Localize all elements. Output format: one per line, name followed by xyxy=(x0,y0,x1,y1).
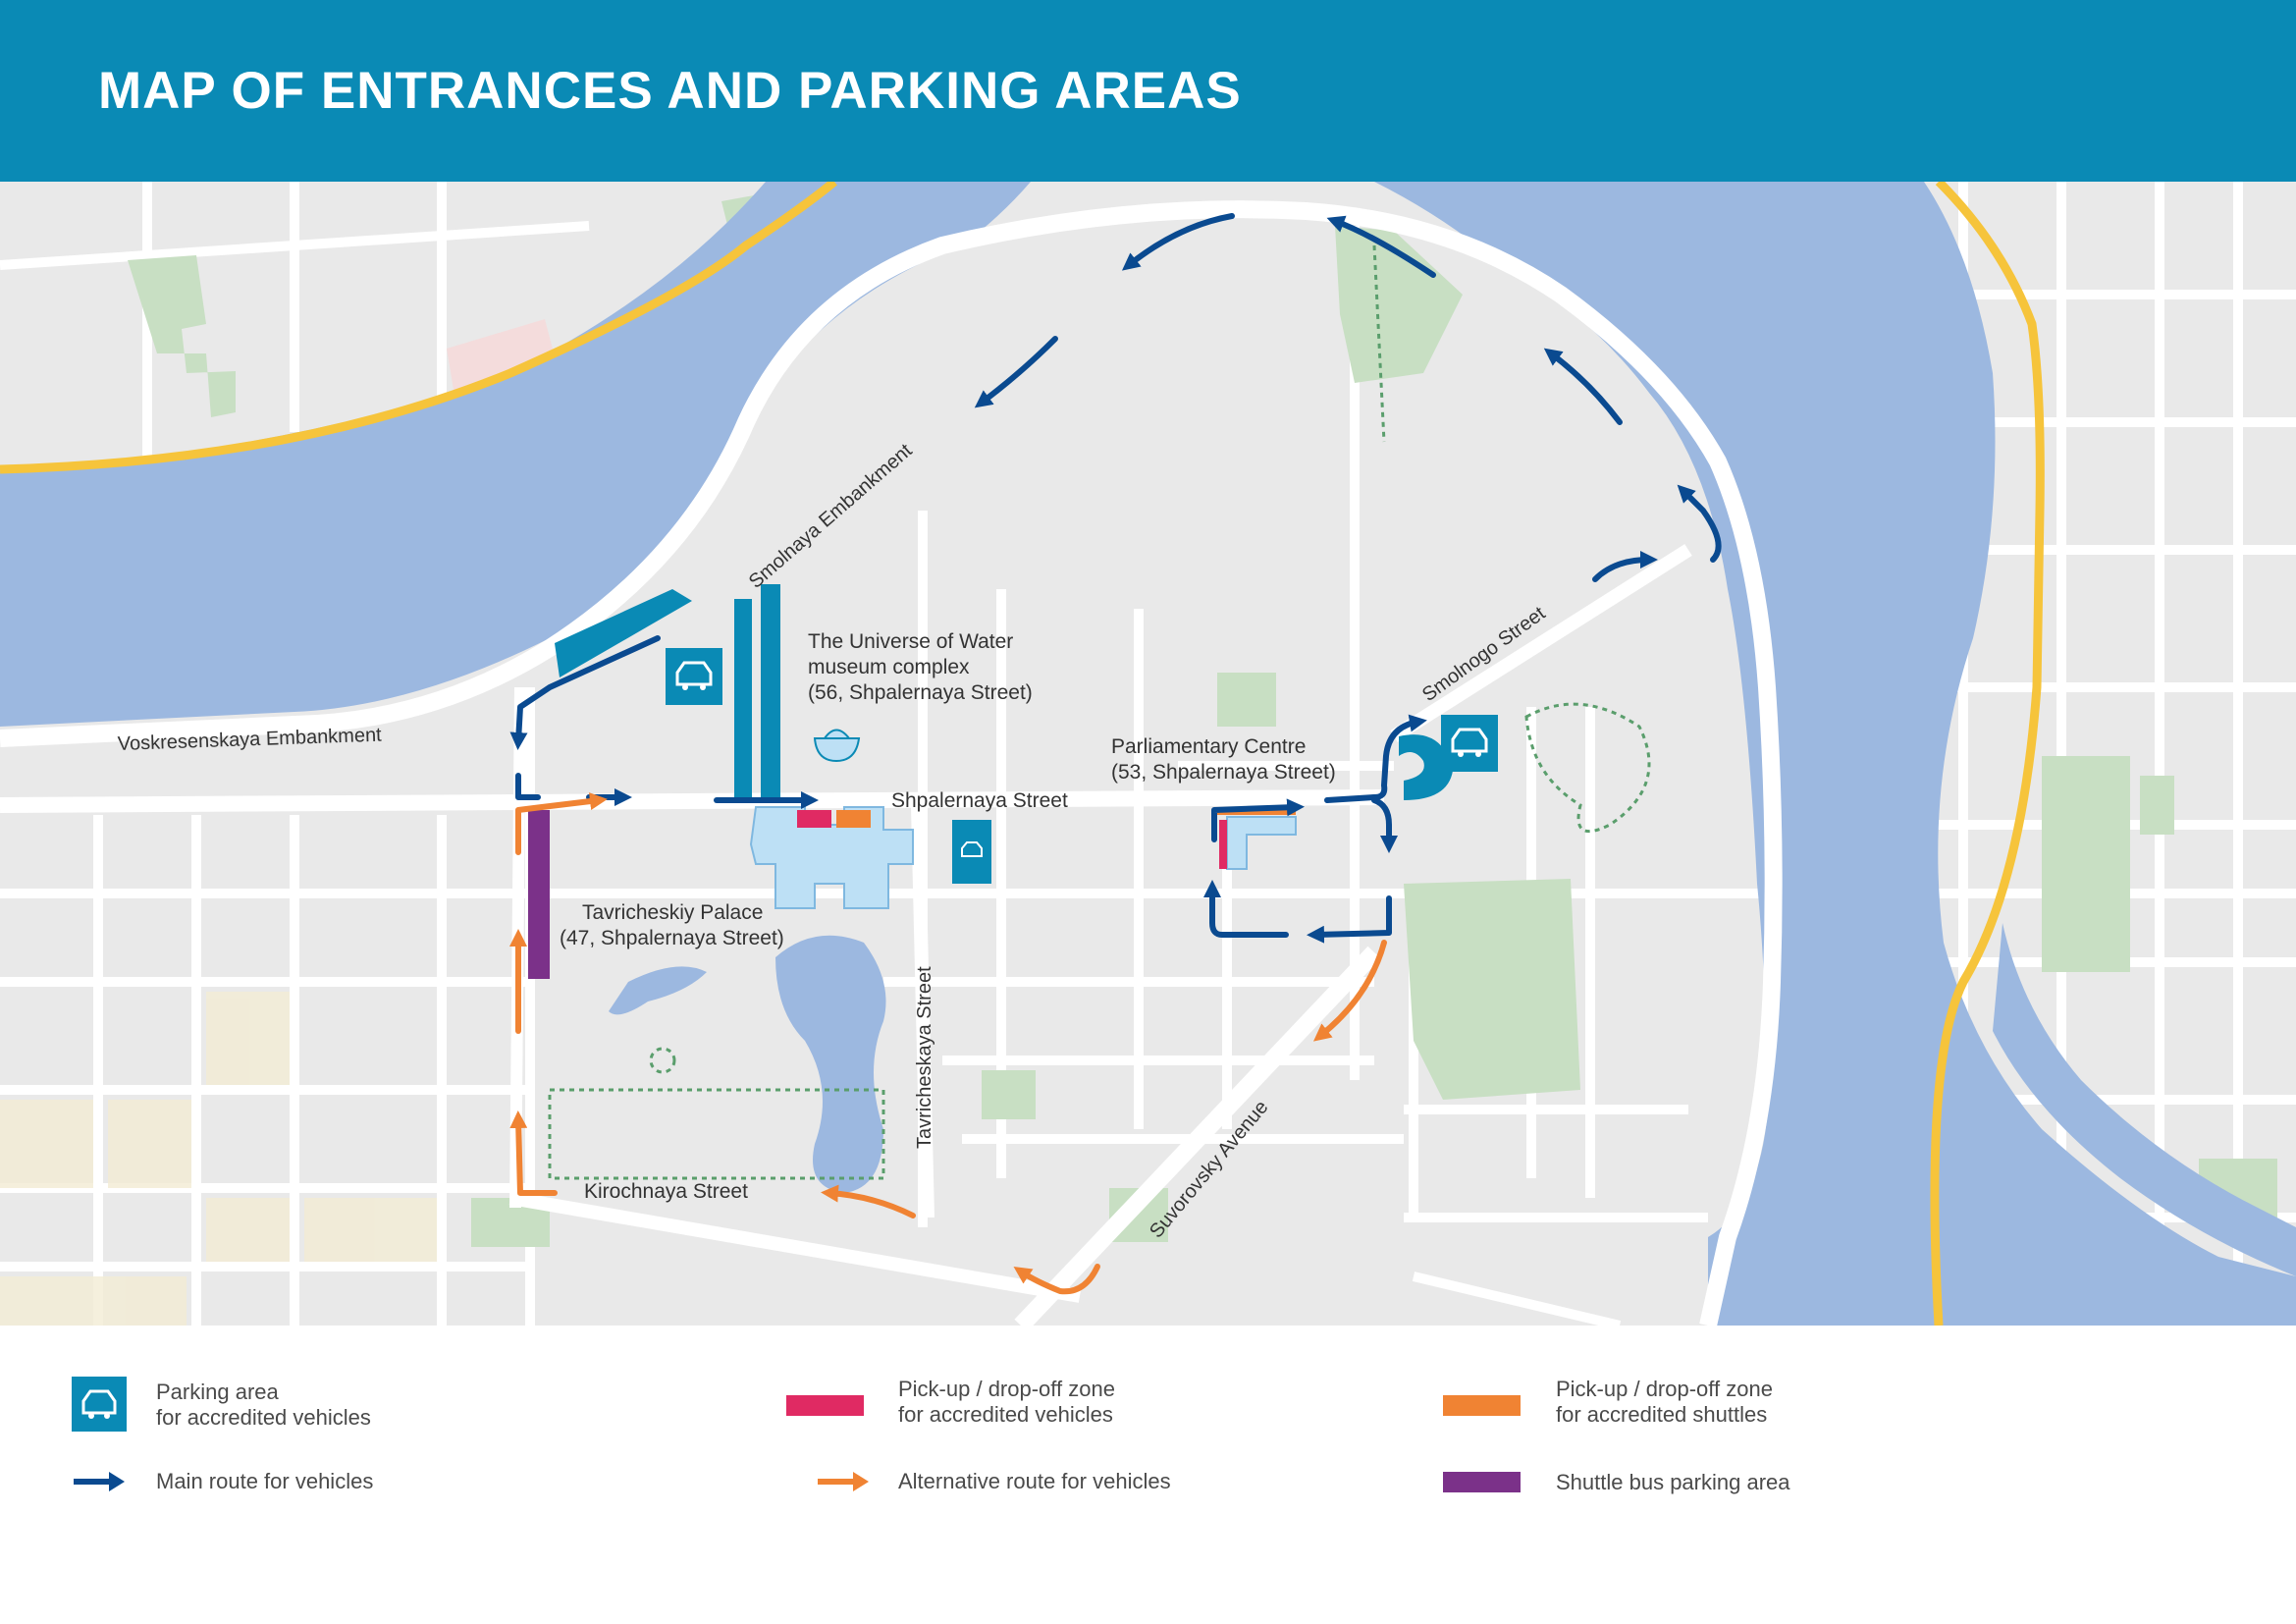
parking-tavricheskaya xyxy=(952,820,991,884)
label-water-museum-1: The Universe of Water xyxy=(808,630,1013,653)
legend-pickup-shuttles: Pick-up / drop-off zone for accredited s… xyxy=(1433,1326,2218,1434)
embankment-road xyxy=(0,200,1783,1326)
legend-parking-line1: Parking area xyxy=(156,1380,279,1404)
river-neva-east xyxy=(1374,182,2296,1326)
alt-route-arrow-icon xyxy=(818,1472,869,1491)
label-kirochnaya: Kirochnaya Street xyxy=(584,1180,748,1203)
label-tavricheskiy-2: (47, Shpalernaya Street) xyxy=(560,927,784,949)
fountain-icon xyxy=(813,729,861,763)
shpalernaya-street-road xyxy=(0,789,1385,813)
parking-parliament xyxy=(1399,734,1453,800)
map[interactable]: Voskresenskaya Embankment Smolnaya Emban… xyxy=(0,182,2296,1326)
car-icon xyxy=(961,841,983,857)
smolnogo-street-road xyxy=(1390,544,1692,742)
legend-shuttle-parking-label: Shuttle bus parking area xyxy=(1556,1470,1790,1494)
parking-water-museum-2 xyxy=(761,584,780,800)
legend-pickup-vehicles: Pick-up / drop-off zone for accredited v… xyxy=(766,1326,1453,1434)
legend-shuttle-parking-swatch xyxy=(1443,1472,1521,1492)
legend-parking: Parking area for accredited vehicles xyxy=(0,1326,766,1432)
building-blocks xyxy=(0,992,437,1326)
legend-pickup-vehicles-swatch xyxy=(786,1395,864,1416)
legend-shuttle-parking: Shuttle bus parking area xyxy=(1433,1453,2218,1512)
garden-pond-west xyxy=(609,966,707,1015)
car-icon xyxy=(666,648,722,705)
legend-main-route-label: Main route for vehicles xyxy=(156,1469,374,1493)
highway-west xyxy=(0,182,837,474)
legend-pickup-vehicles-line1: Pick-up / drop-off zone xyxy=(898,1377,1115,1401)
label-parliament-1: Parliamentary Centre xyxy=(1111,735,1306,758)
river-east-channel xyxy=(1993,923,2296,1276)
legend-pickup-shuttles-swatch xyxy=(1443,1395,1521,1416)
shuttle-parking-zone xyxy=(528,810,550,979)
garden-paths xyxy=(548,244,1651,1180)
main-route xyxy=(509,213,1722,944)
label-parliament-2: (53, Shpalernaya Street) xyxy=(1111,761,1336,784)
highway-east xyxy=(1930,182,2045,1326)
label-water-museum-2: museum complex xyxy=(808,656,970,678)
label-tavricheskiy-1: Tavricheskiy Palace xyxy=(582,901,763,924)
legend: Parking area for accredited vehicles Pic… xyxy=(0,1326,2296,1624)
car-icon xyxy=(1441,715,1498,772)
tavricheskaya-street-road xyxy=(911,804,934,1218)
car-icon xyxy=(72,1377,127,1432)
page-title: MAP OF ENTRANCES AND PARKING AREAS xyxy=(98,62,1242,120)
main-route-arrow-icon xyxy=(74,1472,125,1491)
legend-pickup-shuttles-line1: Pick-up / drop-off zone xyxy=(1556,1377,1773,1401)
pickup-vehicles-zone xyxy=(797,810,831,828)
header-banner: MAP OF ENTRANCES AND PARKING AREAS xyxy=(0,0,2296,182)
river-neva xyxy=(0,182,1031,727)
label-water-museum-3: (56, Shpalernaya Street) xyxy=(808,681,1033,704)
legend-parking-line2: for accredited vehicles xyxy=(156,1405,371,1430)
legend-main-route: Main route for vehicles xyxy=(0,1453,687,1512)
pickup-shuttles-zone xyxy=(836,810,871,828)
label-tavricheskaya: Tavricheskaya Street xyxy=(914,966,935,1149)
legend-alt-route: Alternative route for vehicles xyxy=(766,1453,1453,1512)
legend-pickup-vehicles-line2: for accredited vehicles xyxy=(898,1402,1113,1427)
parking-embankment xyxy=(555,589,692,677)
label-shpalernaya: Shpalernaya Street xyxy=(891,789,1068,812)
kirochnaya-street-road xyxy=(508,1191,1082,1303)
alternative-route xyxy=(509,792,1387,1295)
legend-alt-route-label: Alternative route for vehicles xyxy=(898,1469,1171,1493)
pickup-vehicles-parliament xyxy=(1219,820,1227,869)
parking-water-museum-1 xyxy=(734,599,752,800)
garden-pond xyxy=(775,935,886,1193)
legend-pickup-shuttles-line2: for accredited shuttles xyxy=(1556,1402,1768,1427)
suvorovsky-avenue-road xyxy=(1014,946,1381,1326)
